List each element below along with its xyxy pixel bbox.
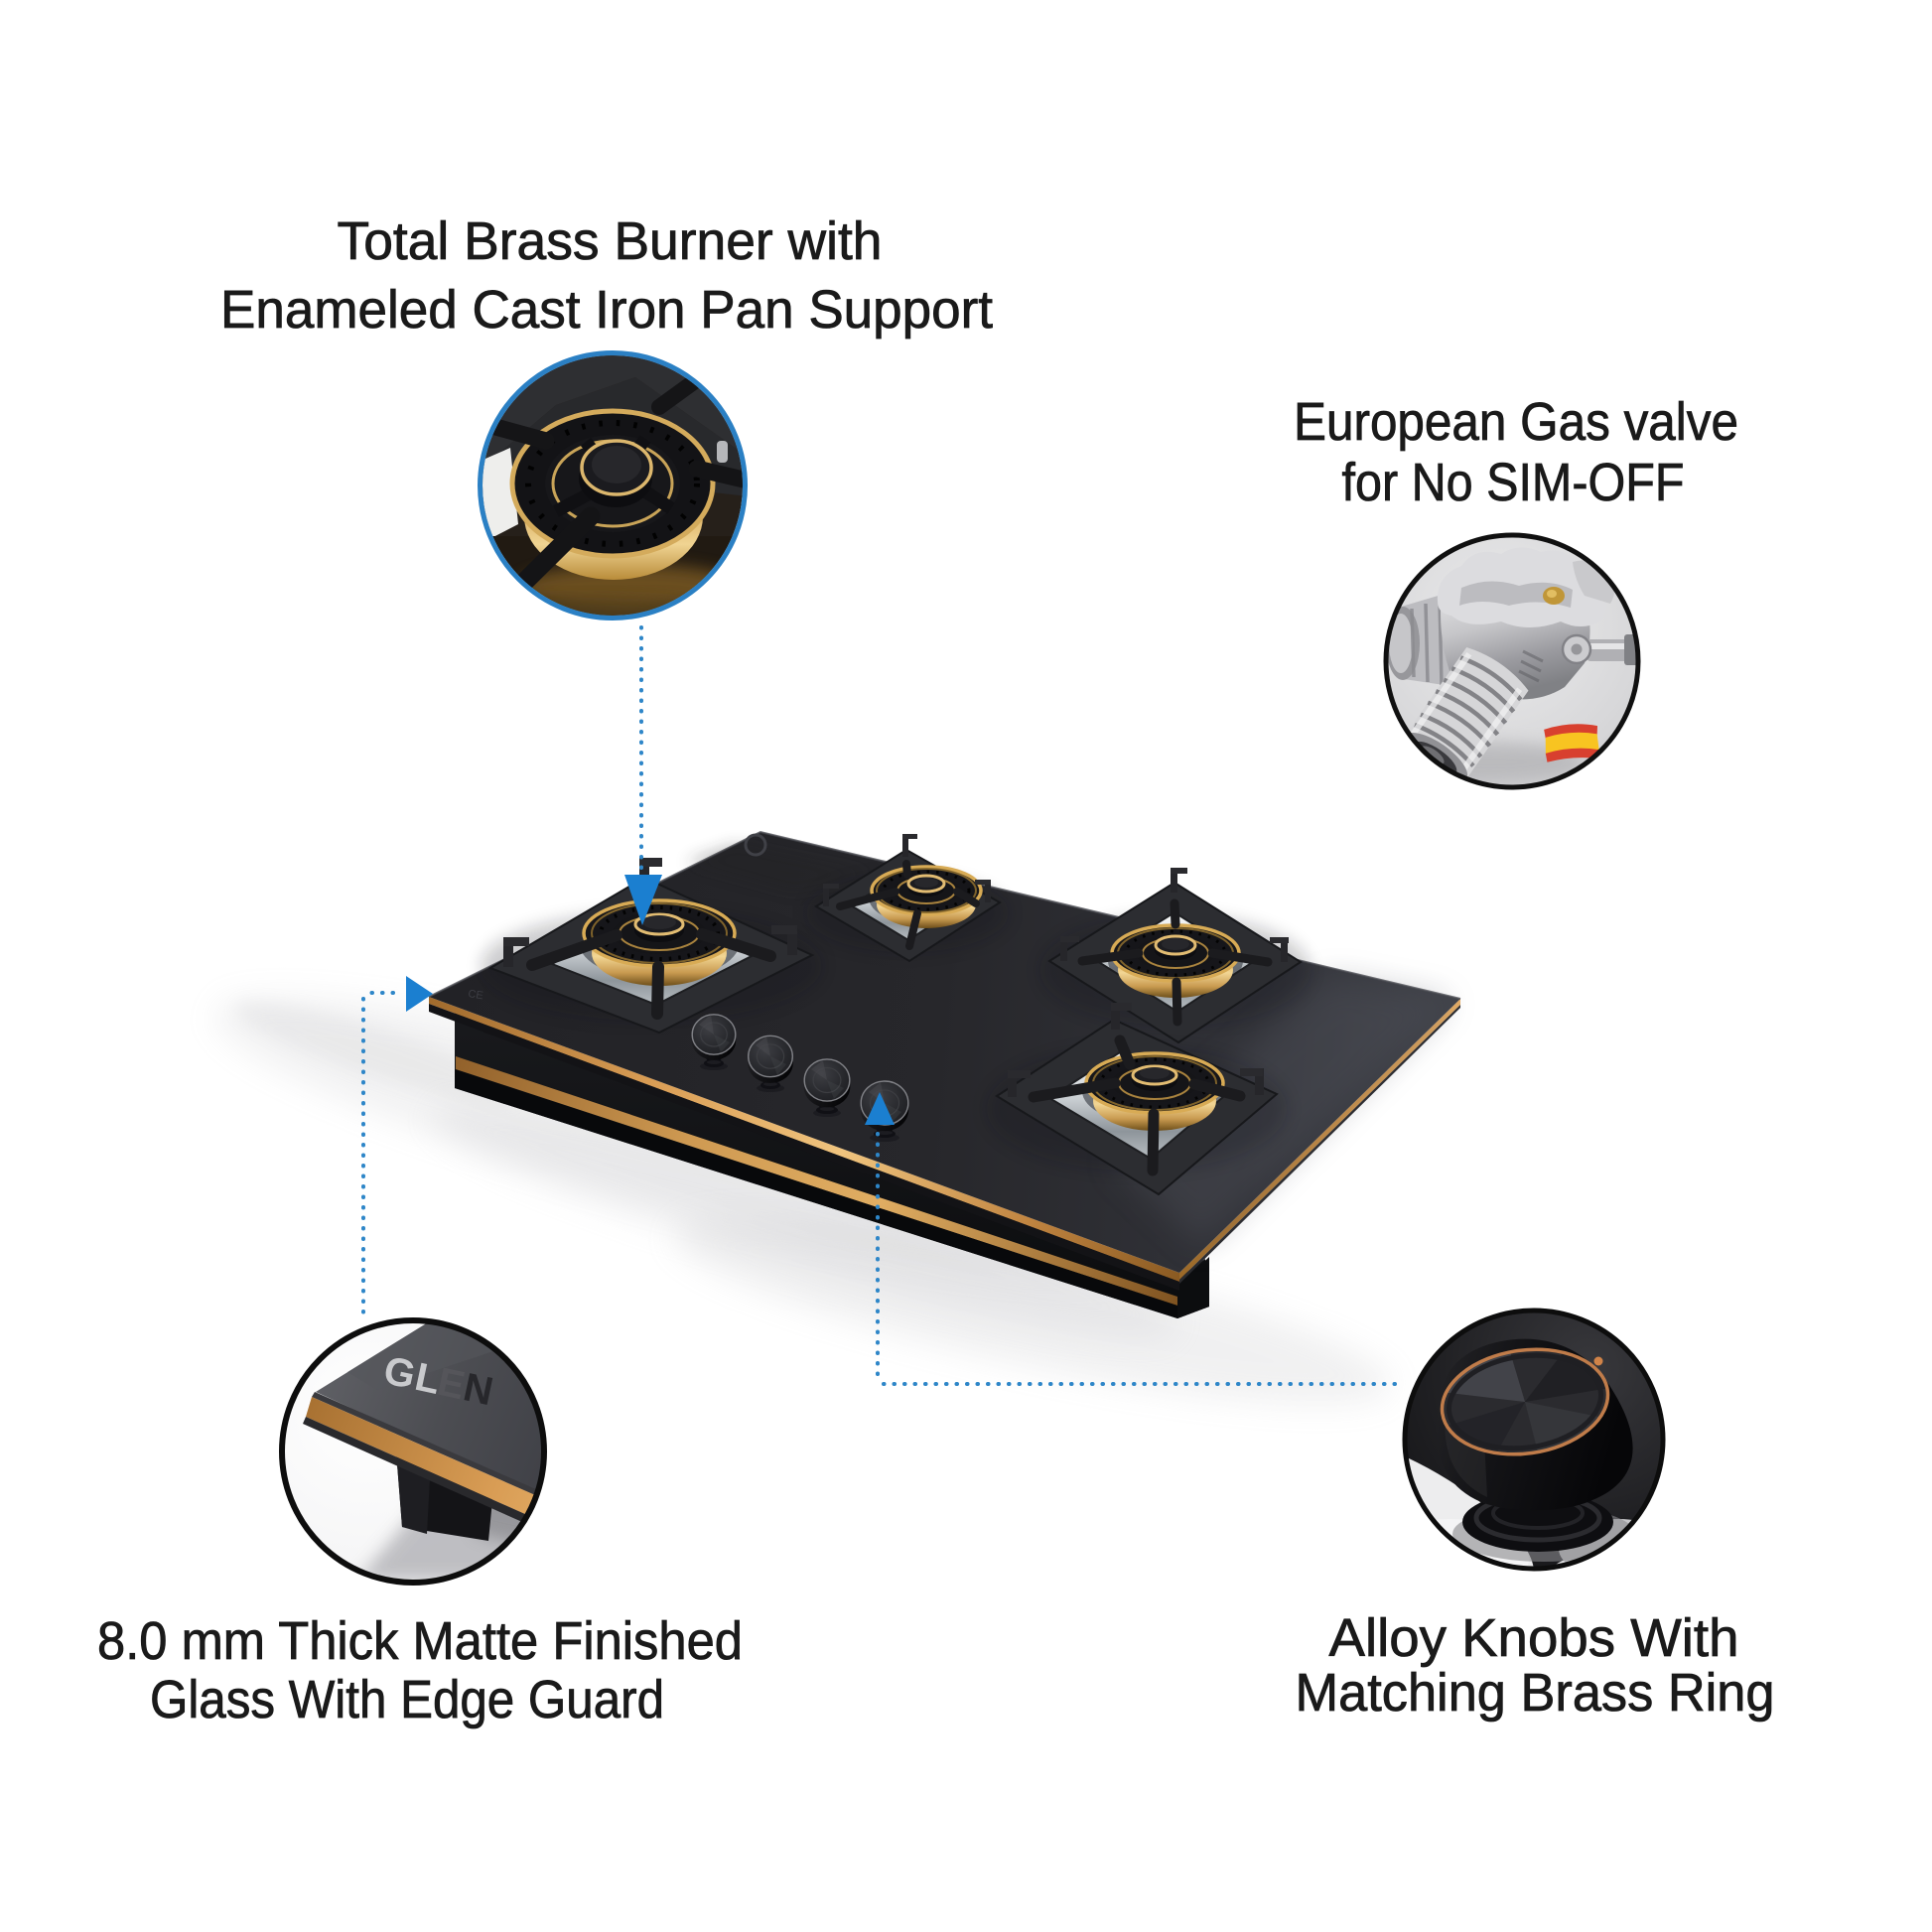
svg-text:for No SIM-OFF: for No SIM-OFF <box>1342 453 1685 512</box>
svg-text:8.0 mm Thick Matte Finished: 8.0 mm Thick Matte Finished <box>97 1611 743 1671</box>
svg-text:European Gas valve: European Gas valve <box>1294 392 1738 452</box>
svg-text:Alloy Knobs With: Alloy Knobs With <box>1329 1608 1739 1668</box>
svg-text:Glass With Edge Guard: Glass With Edge Guard <box>150 1670 664 1729</box>
svg-text:Matching Brass Ring: Matching Brass Ring <box>1296 1663 1775 1723</box>
svg-text:Total Brass Burner with: Total Brass Burner with <box>338 211 883 271</box>
svg-text:Enameled Cast Iron Pan Support: Enameled Cast Iron Pan Support <box>220 280 993 340</box>
svg-text:CE: CE <box>468 988 484 1002</box>
